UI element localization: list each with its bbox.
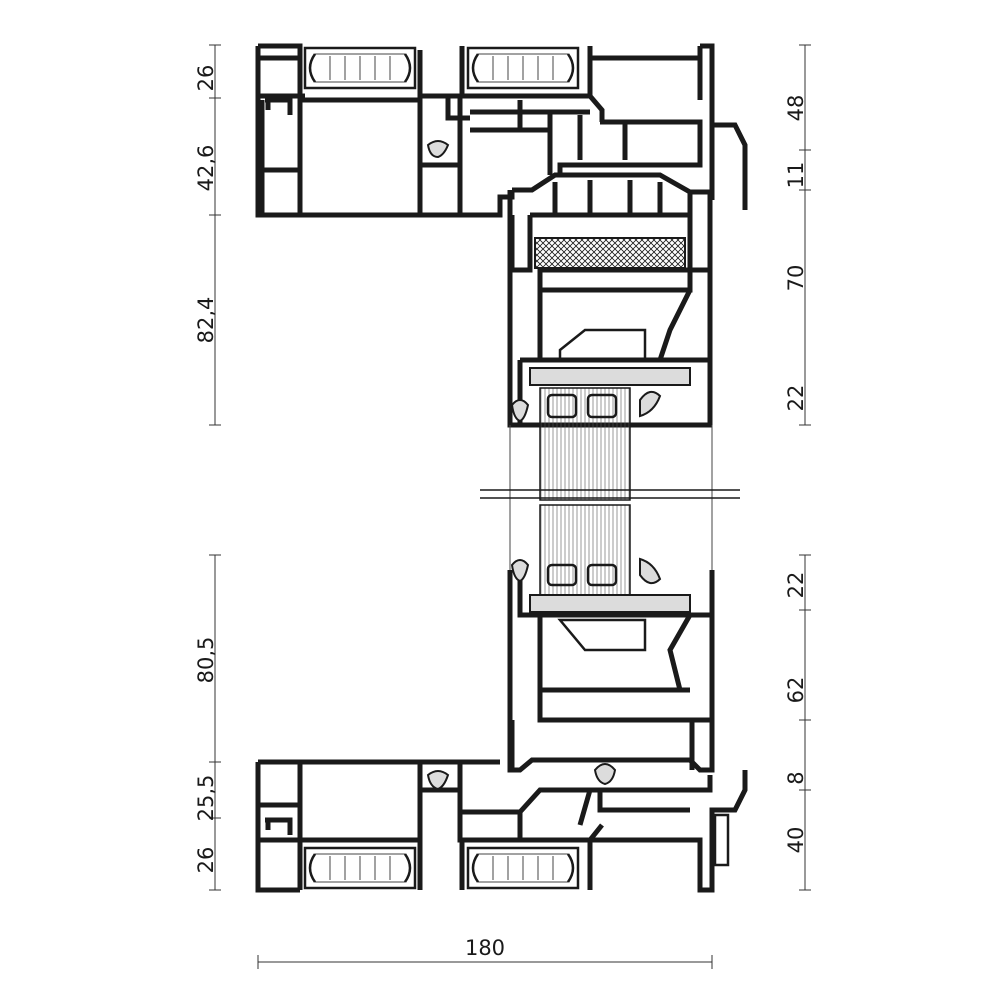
thermal-break-top-left xyxy=(303,46,417,90)
dim-right-4: 22 xyxy=(784,572,808,599)
dim-right-3: 22 xyxy=(784,385,808,412)
dim-left-3: 80,5 xyxy=(194,637,218,684)
dim-right-1: 11 xyxy=(784,162,808,189)
dim-bottom-width: 180 xyxy=(465,936,505,960)
break-line xyxy=(480,489,740,499)
dim-left-4: 25,5 xyxy=(194,775,218,822)
top-glazing-gasket-right xyxy=(639,390,662,418)
dim-left-1: 42,6 xyxy=(194,145,218,192)
top-gasket xyxy=(426,140,450,159)
bottom-glazing-gasket-right xyxy=(639,557,662,585)
dim-right-2: 70 xyxy=(784,265,808,292)
dim-right-5: 62 xyxy=(784,677,808,704)
dimension-lines xyxy=(209,44,811,969)
dim-right-0: 48 xyxy=(784,95,808,122)
bottom-frame-profile xyxy=(255,759,748,893)
top-sash-profile xyxy=(507,172,713,428)
thermal-break-top-right xyxy=(466,46,580,90)
dim-left-5: 26 xyxy=(194,847,218,874)
top-insulation-block xyxy=(534,237,686,269)
thermal-break-bottom-left xyxy=(303,846,417,890)
dim-right-7: 40 xyxy=(784,827,808,854)
bottom-gasket xyxy=(426,770,450,791)
top-frame-profile xyxy=(255,43,748,218)
glass-unit xyxy=(509,387,713,596)
bottom-glazing-seal xyxy=(529,594,691,613)
bottom-center-gasket xyxy=(593,763,617,786)
dim-left-2: 82,4 xyxy=(194,297,218,344)
bottom-glazing-gasket-left xyxy=(510,559,530,583)
bottom-sash-profile xyxy=(507,557,715,773)
dim-left-0: 26 xyxy=(194,65,218,92)
top-glazing-gasket-left xyxy=(510,399,530,423)
thermal-break-bottom-right xyxy=(466,846,580,890)
dim-right-6: 8 xyxy=(784,771,808,784)
top-glazing-seal xyxy=(529,367,691,386)
